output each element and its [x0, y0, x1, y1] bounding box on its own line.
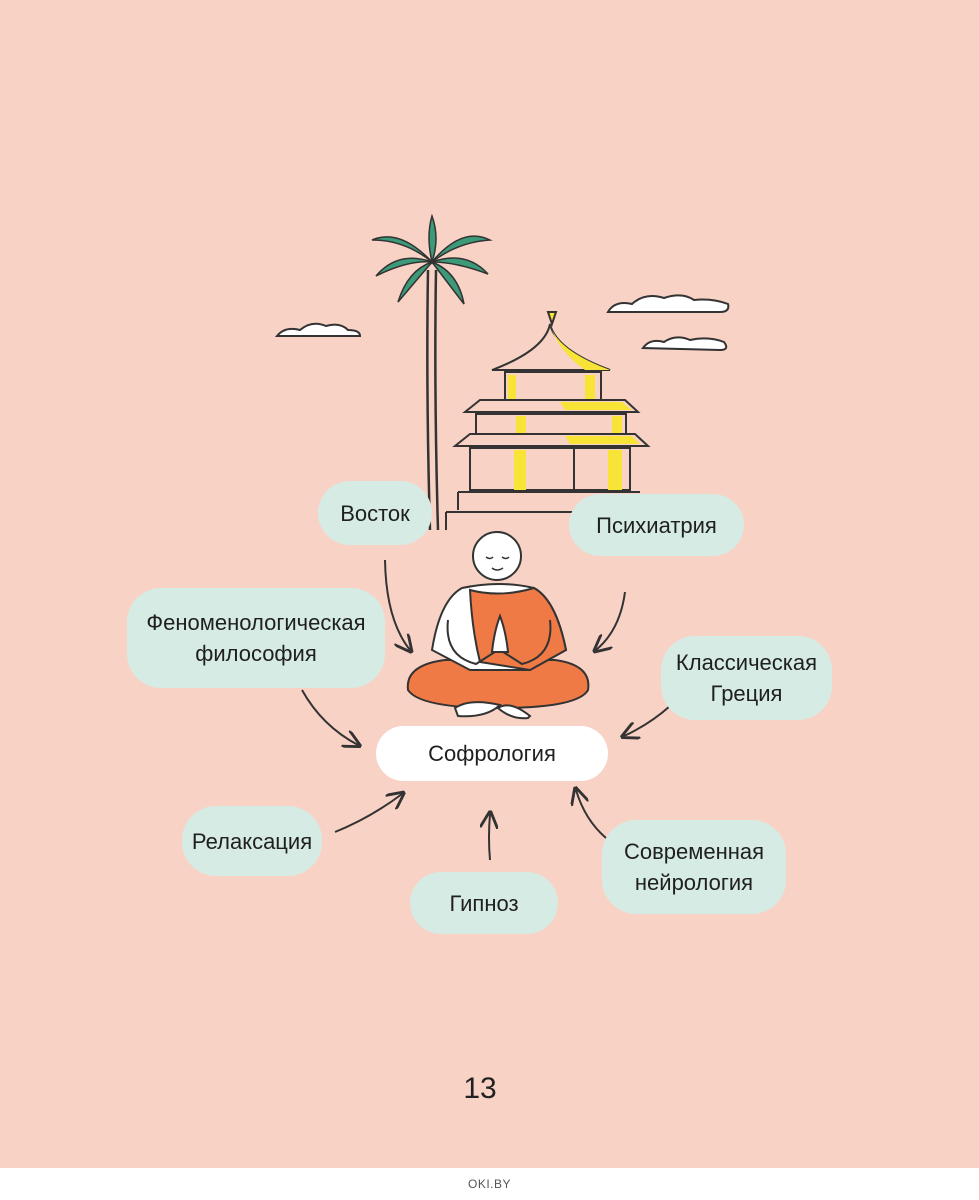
arrow-psikhiatriya — [596, 591, 626, 650]
arrow-relaksatsiya — [334, 794, 402, 833]
node-vostok: Восток — [318, 481, 432, 545]
center-label: Софрология — [428, 741, 556, 766]
cloud-icon — [641, 336, 728, 352]
node-label: Современная нейрология — [623, 839, 765, 895]
arrow-gipnoz — [489, 814, 490, 861]
node-gretsiya: Классическая Греция — [661, 636, 832, 720]
node-psikhiatriya: Психиатрия — [569, 494, 744, 556]
node-fenomenologiya: Феноменологическая философия — [127, 588, 385, 688]
palm-tree-icon — [371, 213, 493, 531]
meditating-monk-icon — [406, 531, 590, 720]
node-label: Восток — [340, 500, 410, 526]
node-neirologiya: Современная нейрология — [602, 820, 786, 914]
footer-bar: OKI.BY — [0, 1168, 979, 1200]
footer-watermark: OKI.BY — [467, 1177, 511, 1191]
node-label: Психиатрия — [596, 512, 717, 538]
arrow-gretsiya — [624, 705, 671, 736]
node-label: Феноменологическая философия — [146, 610, 366, 666]
node-label: Классическая Греция — [675, 650, 818, 706]
node-relaksatsiya: Релаксация — [182, 806, 322, 876]
temple-icon — [445, 311, 651, 530]
arrow-vostok — [384, 559, 410, 650]
arrow-neirologiya — [576, 790, 607, 839]
node-gipnoz: Гипноз — [410, 872, 558, 934]
cloud-icon — [274, 322, 362, 337]
arrow-fenomenologiya — [301, 689, 358, 745]
center-node: Софрология — [376, 726, 608, 781]
page-number: 13 — [463, 1072, 497, 1105]
cloud-icon — [606, 294, 730, 313]
node-label: Релаксация — [191, 828, 313, 854]
node-label: Гипноз — [449, 890, 519, 916]
